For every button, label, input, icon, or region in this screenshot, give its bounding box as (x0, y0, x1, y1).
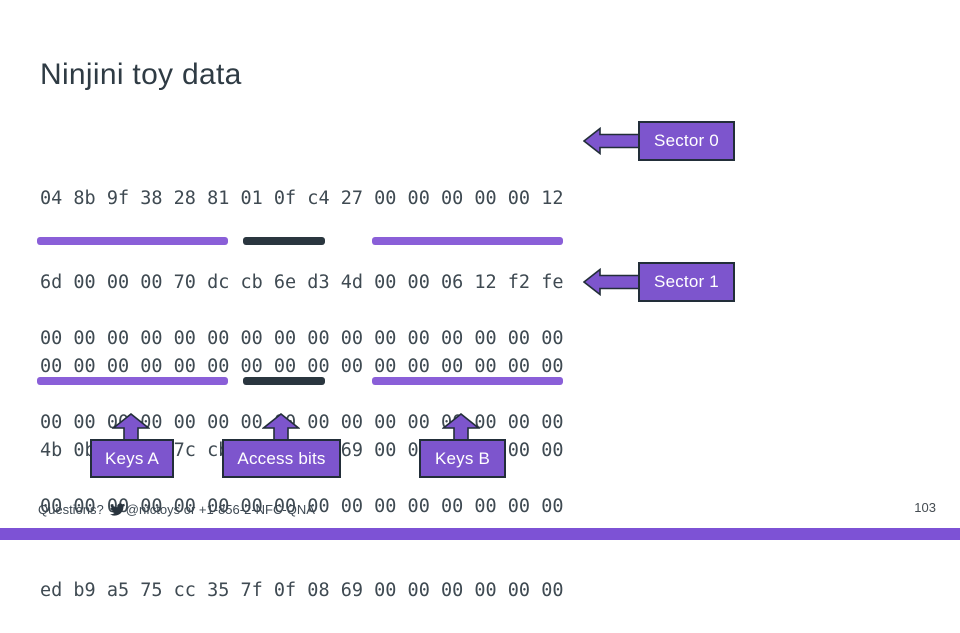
keys-b-underline-sector0 (372, 237, 563, 245)
up-arrow-icon (262, 413, 300, 441)
sector0-label: Sector 0 (638, 121, 735, 161)
access-bits-underline-sector1 (243, 377, 325, 385)
footer-questions: Questions? (38, 502, 104, 517)
hex-row: 6d 00 00 00 70 dc cb 6e d3 4d 00 00 06 1… (40, 272, 564, 293)
access-bits-underline-sector0 (243, 237, 325, 245)
sector0-label-text: Sector 0 (654, 131, 719, 150)
keys-b-label-text: Keys B (434, 448, 491, 468)
slide-title: Ninjini toy data (40, 58, 242, 91)
footer: Questions? @nfctoys or +1-856-2-NFC-QNA (38, 502, 315, 517)
sector1-label-text: Sector 1 (654, 272, 719, 291)
page-number: 103 (914, 500, 936, 515)
up-arrow-icon (112, 413, 150, 441)
footer-contact: @nfctoys or +1-856-2-NFC-QNA (125, 502, 315, 517)
hex-row: 00 00 00 00 00 00 00 00 00 00 00 00 00 0… (40, 356, 564, 377)
keys-a-underline-sector0 (37, 237, 228, 245)
hex-row: 00 00 00 00 00 00 00 00 00 00 00 00 00 0… (40, 496, 564, 517)
left-arrow-icon (583, 127, 640, 155)
access-bits-label-text: Access bits (237, 448, 326, 468)
keys-b-label: Keys B (419, 439, 506, 478)
hex-row: 04 8b 9f 38 28 81 01 0f c4 27 00 00 00 0… (40, 188, 564, 209)
up-arrow-icon (442, 413, 480, 441)
left-arrow-icon (583, 268, 640, 296)
hex-row: 00 00 00 00 00 00 00 00 00 00 00 00 00 0… (40, 412, 564, 433)
keys-a-underline-sector1 (37, 377, 228, 385)
sector1-label: Sector 1 (638, 262, 735, 302)
hex-row: 00 00 00 00 00 00 00 00 00 00 00 00 00 0… (40, 328, 564, 349)
access-bits-label: Access bits (222, 439, 341, 478)
hex-row: ed b9 a5 75 cc 35 7f 0f 08 69 00 00 00 0… (40, 580, 564, 601)
keys-a-label: Keys A (90, 439, 174, 478)
keys-a-label-text: Keys A (104, 448, 160, 468)
twitter-bird-icon (109, 503, 125, 516)
bottom-accent-bar (0, 528, 960, 540)
keys-b-underline-sector1 (372, 377, 563, 385)
